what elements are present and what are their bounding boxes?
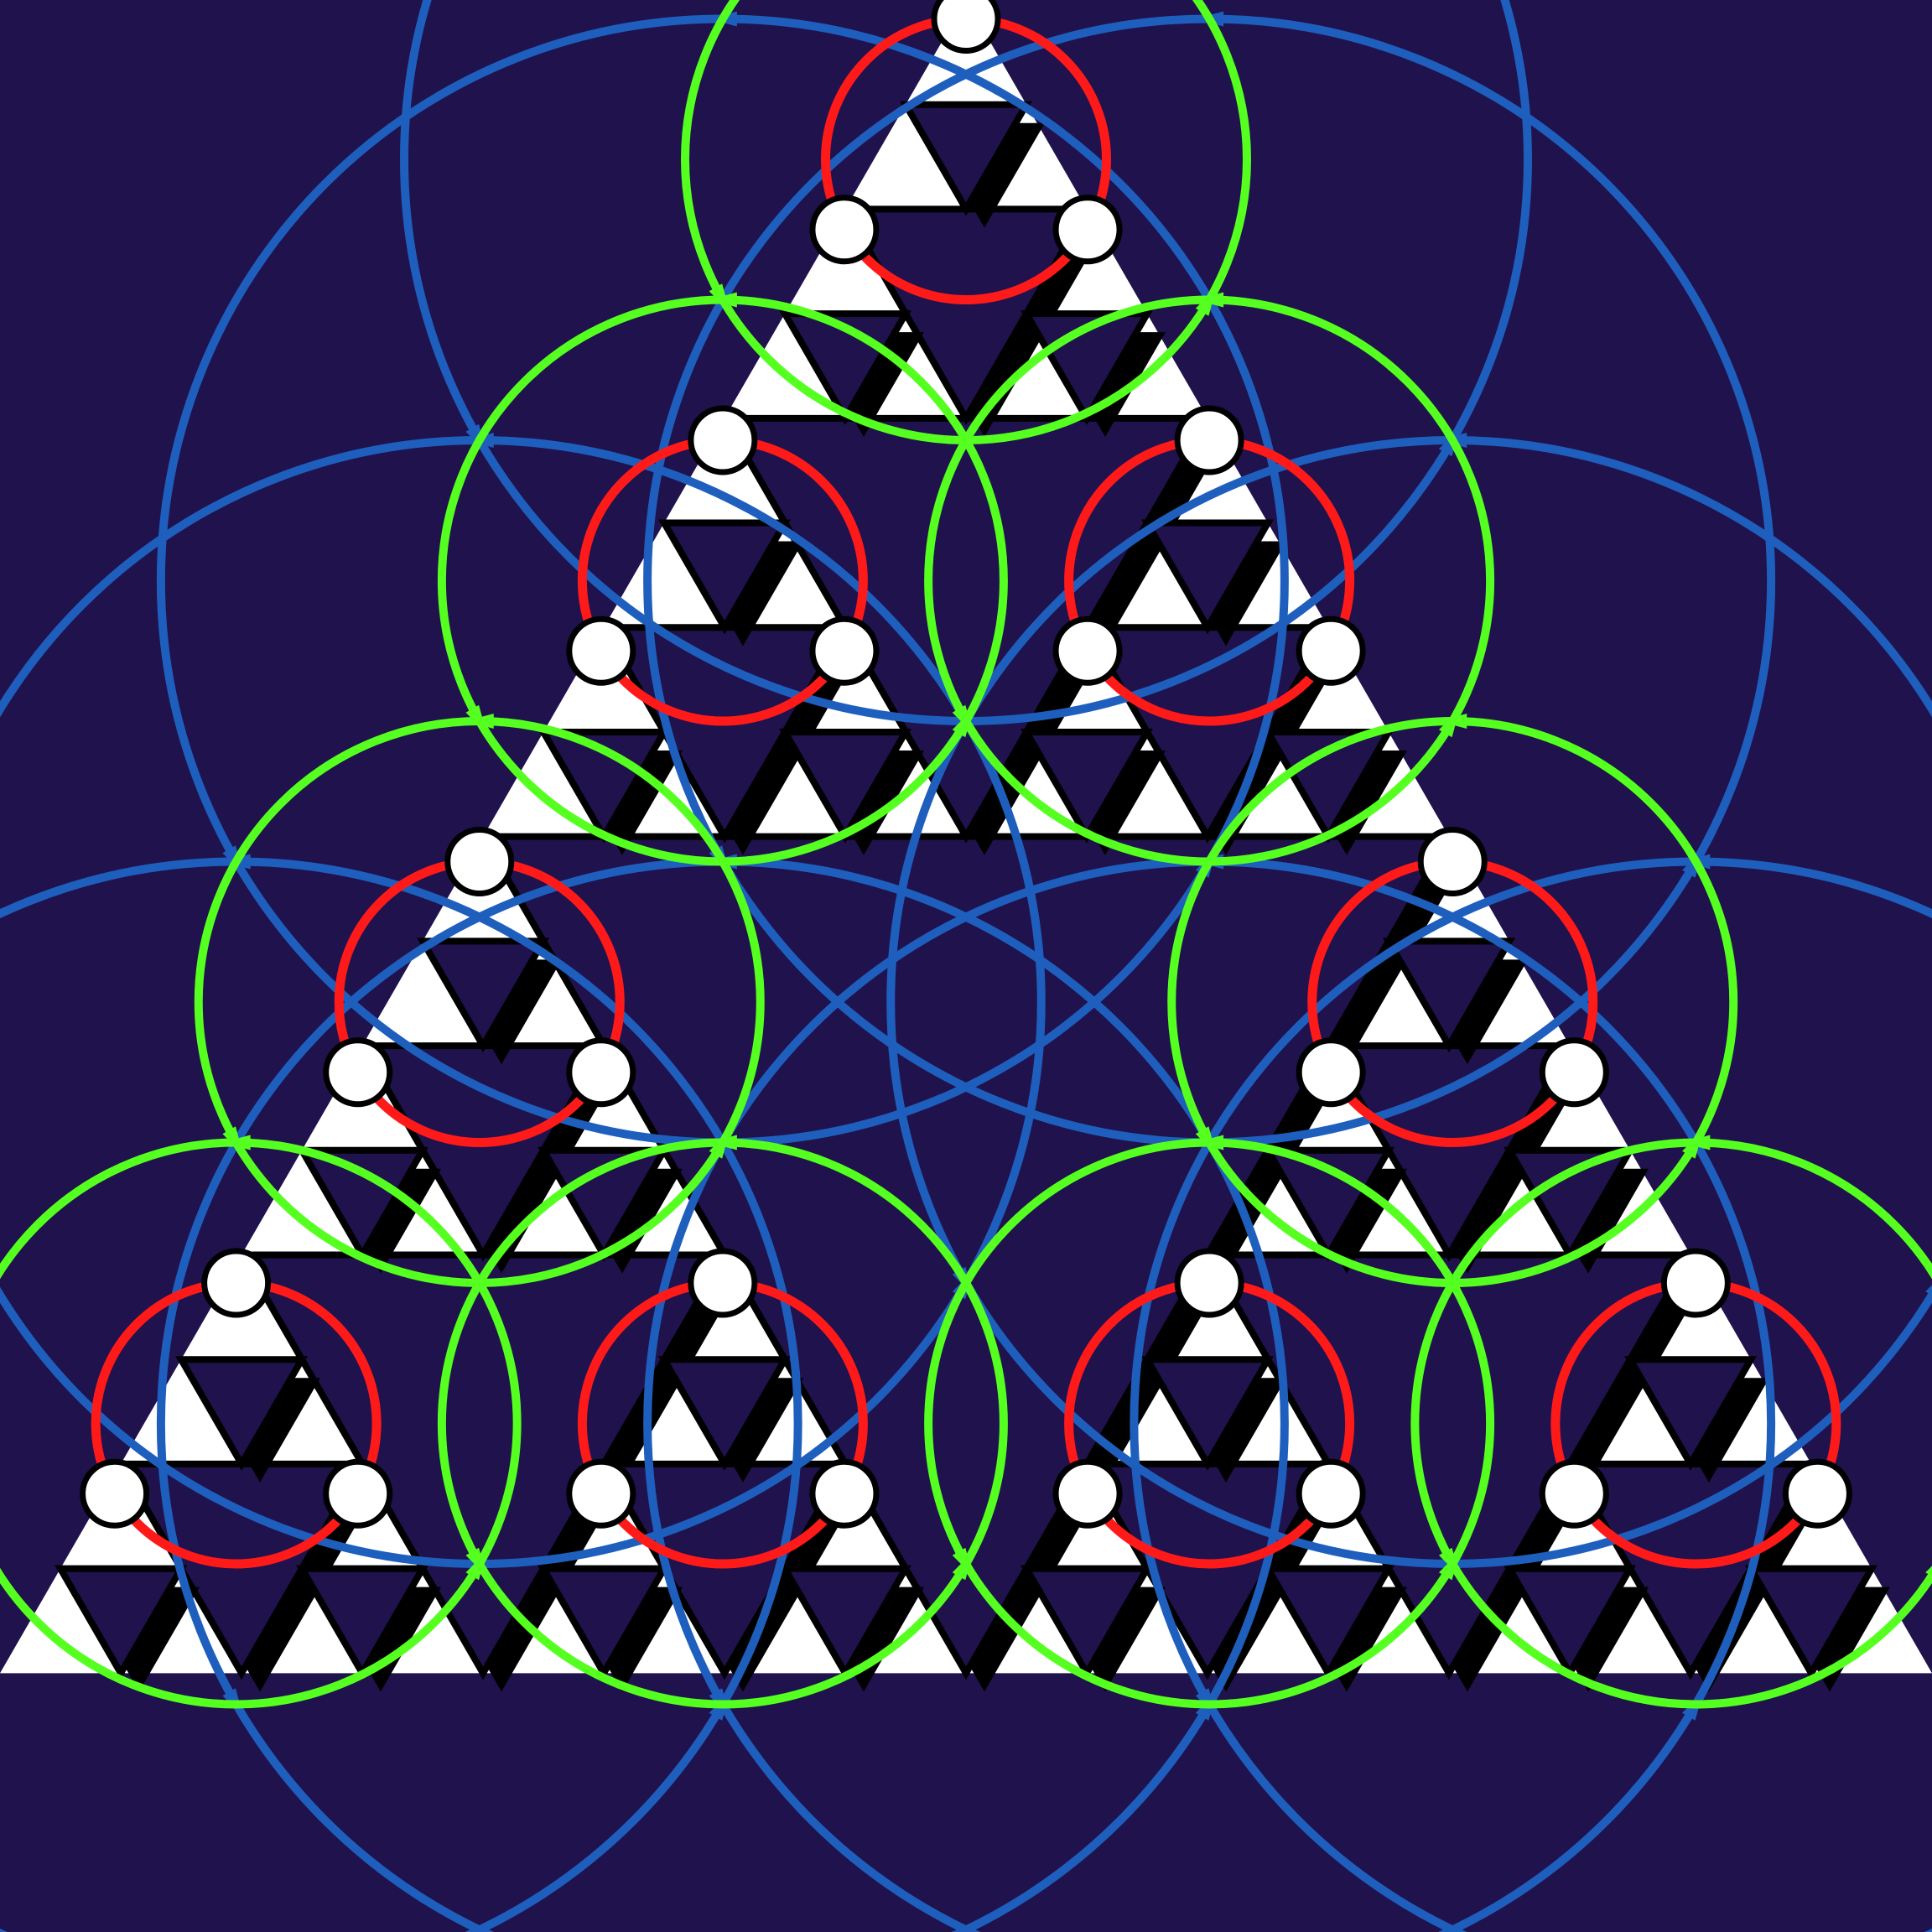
green-orbit-arrow [221, 1135, 251, 1150]
hole-triangle [296, 1565, 428, 1680]
hole-triangle [900, 101, 1032, 216]
green-orbit-arrow [1438, 1547, 1460, 1576]
green-orbit-arrow [1925, 1566, 1932, 1576]
graph-nodes [80, 0, 1852, 1529]
green-orbit-arrow [465, 714, 494, 729]
graph-node [566, 615, 636, 686]
graph-node [1782, 1458, 1852, 1529]
graph-node [931, 0, 1001, 54]
graph-node [1174, 1248, 1244, 1318]
graph-node [1539, 1458, 1609, 1529]
hole-triangle [658, 519, 791, 635]
graph-node [1052, 615, 1123, 686]
graph-node [809, 195, 880, 265]
graph-node [1052, 1458, 1123, 1529]
hole-triangle [417, 937, 549, 1053]
graph-node [323, 1458, 393, 1529]
hole-triangle [1383, 937, 1515, 1053]
blue-orbit-arrow [1925, 1285, 1932, 1296]
graph-node [688, 405, 758, 475]
green-orbit-arrow [1438, 714, 1467, 729]
hole-triangle [538, 1146, 670, 1262]
green-orbit-arrow [952, 704, 974, 734]
graph-node [1296, 1037, 1366, 1108]
hole-triangle [1262, 1565, 1394, 1680]
graph-node [566, 1458, 636, 1529]
graph-node [201, 1248, 272, 1318]
graph-node [80, 1458, 150, 1529]
hole-triangle [779, 1565, 911, 1680]
hole-triangle [538, 728, 670, 844]
graph-node [444, 827, 515, 896]
level-2-orbits [0, 0, 1932, 1709]
hole-triangle [1624, 1356, 1757, 1471]
graph-node [688, 1248, 758, 1318]
hole-triangle [55, 1565, 187, 1680]
hole-triangle [1021, 310, 1153, 425]
hole-triangle [779, 728, 911, 844]
graph-node [1296, 615, 1366, 686]
green-orbit-arrow [1681, 1135, 1711, 1150]
hole-triangle [1262, 1146, 1394, 1262]
graph-node [323, 1037, 393, 1108]
hole-triangle [1745, 1565, 1877, 1680]
graph-node [1660, 1248, 1731, 1318]
green-orbit-arrow [708, 292, 737, 308]
green-orbit-arrow [708, 1135, 737, 1150]
hole-triangle [538, 1565, 670, 1680]
graph-node [809, 615, 880, 686]
hole-triangle [1021, 728, 1153, 844]
green-orbit-arrow [1195, 1135, 1224, 1150]
hole-triangle [1141, 519, 1274, 635]
graph-node [1174, 405, 1244, 475]
green-orbit-arrow [952, 1547, 974, 1576]
graph-node [809, 1458, 880, 1529]
hole-triangle [1141, 1356, 1274, 1471]
hole-triangle [296, 1146, 428, 1262]
hole-triangle [1504, 1146, 1636, 1262]
hole-triangle [175, 1356, 308, 1471]
green-orbit-arrow [1195, 292, 1224, 308]
hole-triangle [1021, 1565, 1153, 1680]
graph-node [1052, 195, 1123, 265]
hole-triangle [779, 310, 911, 425]
hole-triangle [658, 1356, 791, 1471]
graph-node [566, 1037, 636, 1108]
hole-triangle [1262, 728, 1394, 844]
hole-triangle [1504, 1565, 1636, 1680]
graph-node [1296, 1458, 1366, 1529]
graph-node [1539, 1037, 1609, 1108]
graph-node [1417, 827, 1488, 896]
green-orbit-arrow [465, 1547, 487, 1576]
